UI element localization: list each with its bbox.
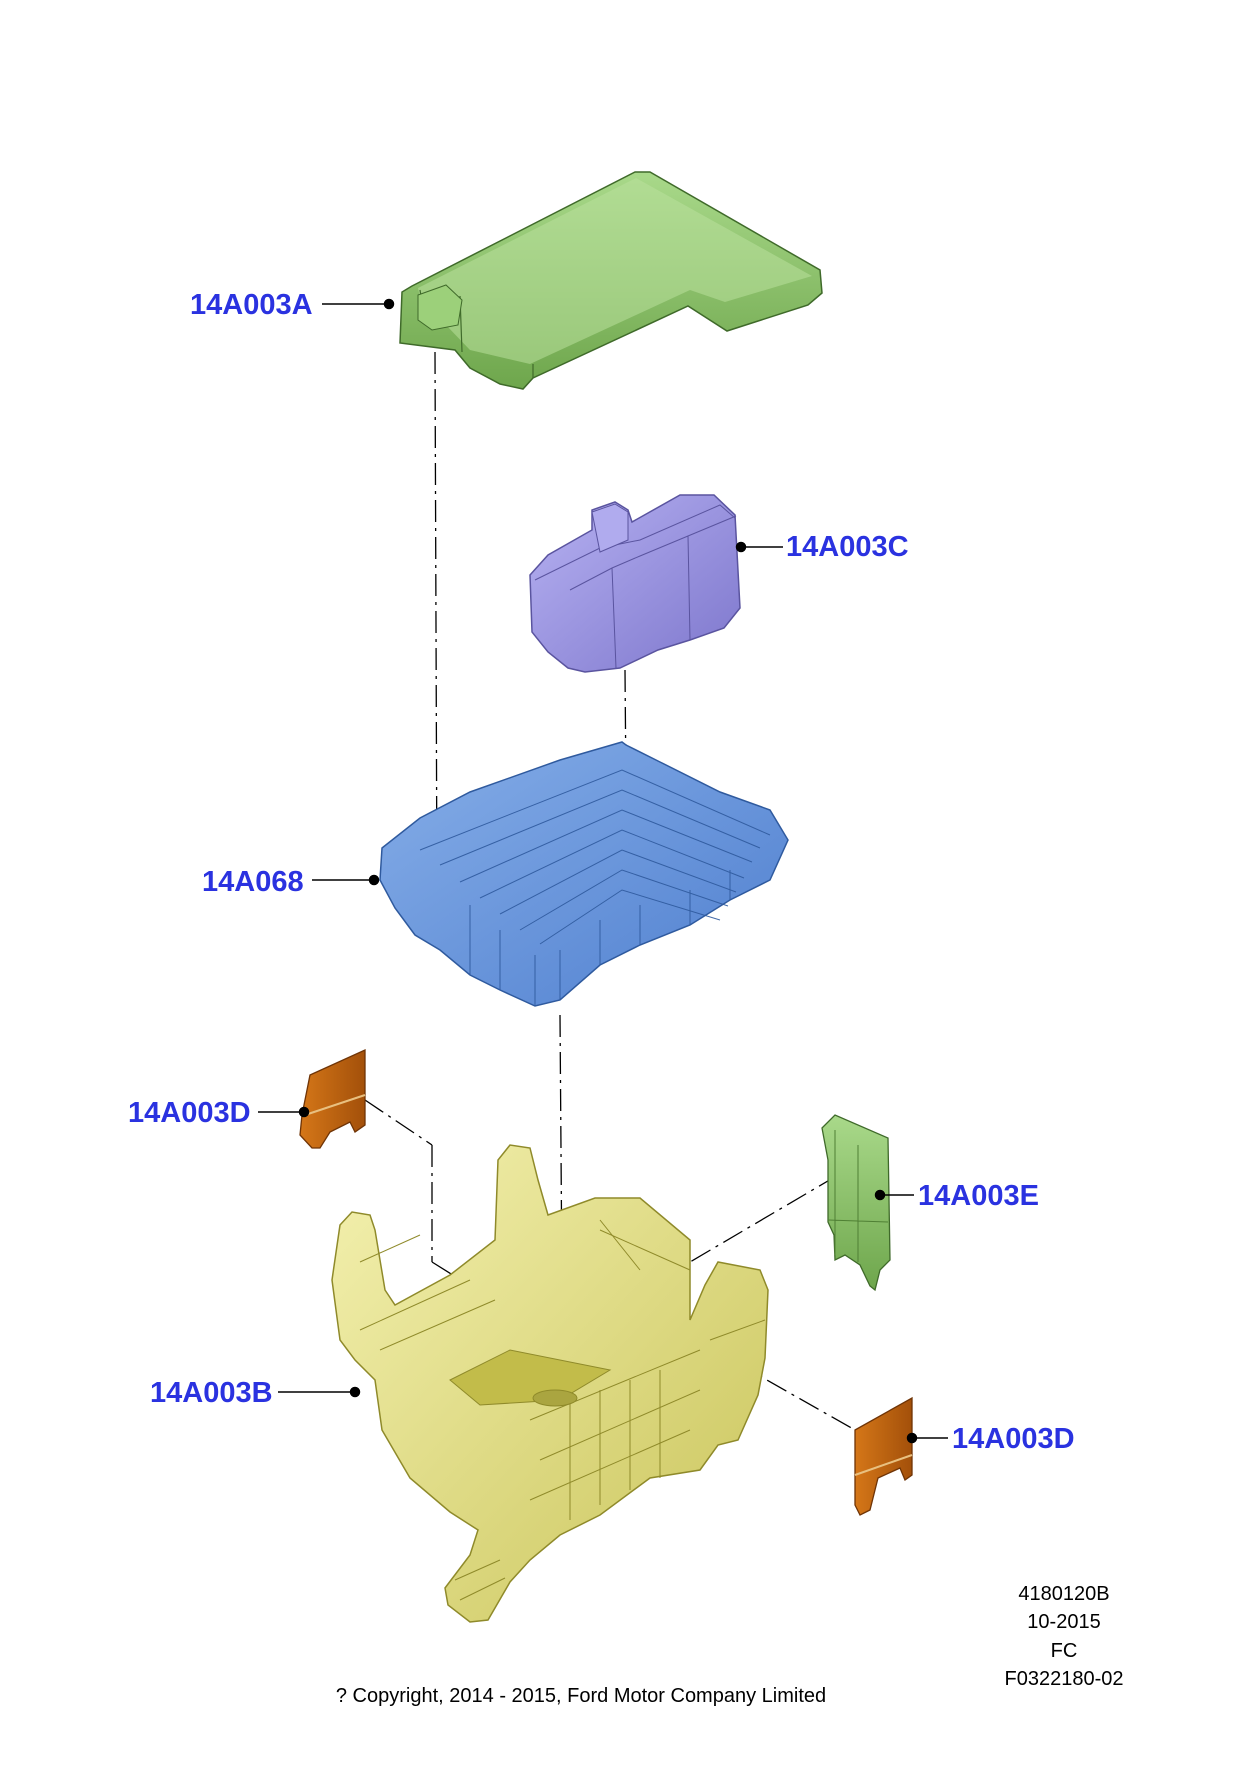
copyright-notice: ? Copyright, 2014 - 2015, Ford Motor Com… (336, 1685, 826, 1707)
alignment-line (364, 1099, 433, 1146)
leader-dot (735, 541, 747, 553)
bracket-14a003b (331, 1144, 769, 1623)
cover-14a003a (399, 171, 823, 390)
leader-dot (349, 1386, 361, 1398)
illustration-date: 10-2015 (1027, 1611, 1100, 1633)
footer: 4180120B 10-2015 FC F0322180-02 ? Copyri… (336, 1583, 1124, 1707)
leader-dot (906, 1432, 918, 1444)
callout-label: 14A003A (190, 289, 313, 321)
callout-label: 14A003D (952, 1423, 1075, 1455)
illustration-code: 4180120B (1018, 1583, 1109, 1605)
callout-label: 14A003D (128, 1097, 251, 1129)
illustration-figure-id: F0322180-02 (1005, 1668, 1124, 1690)
illustration-region: FC (1051, 1640, 1078, 1662)
leader-dot (298, 1106, 310, 1118)
alignment-line (689, 1174, 839, 1263)
shield-14a003d-lower (854, 1396, 913, 1516)
callout-label: 14A068 (202, 866, 304, 898)
callout-label: 14A003C (786, 531, 909, 563)
callout-leaders (258, 298, 948, 1444)
bracket-mount-hole (532, 1389, 578, 1407)
cover-14a003c (529, 494, 741, 673)
fusebox-14a068 (379, 741, 789, 1007)
leader-dot (874, 1189, 886, 1201)
leader-dot (368, 874, 380, 886)
leader-dot (383, 298, 395, 310)
callout-labels: 14A003A 14A003C 14A068 14A003D 14A003E 1… (128, 289, 1075, 1455)
shield-14a003e (821, 1114, 891, 1292)
callout-label: 14A003E (918, 1180, 1039, 1212)
shield-14a003d-upper (299, 1048, 366, 1149)
alignment-line (734, 1361, 856, 1431)
callout-label: 14A003B (150, 1377, 273, 1409)
